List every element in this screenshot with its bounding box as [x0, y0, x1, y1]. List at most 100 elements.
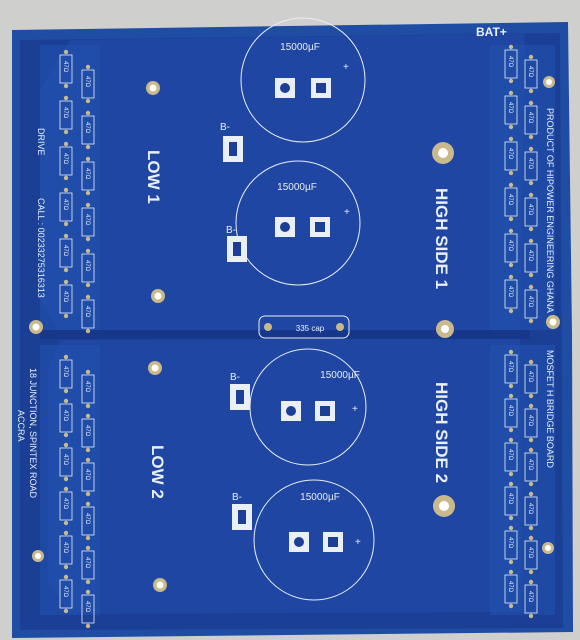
resistor-footprint: 47Ω — [81, 294, 95, 334]
resistor-label: 47Ω — [507, 286, 513, 298]
resistor-footprint: 47Ω — [59, 279, 73, 319]
resistor-footprint: 47Ω — [59, 233, 73, 273]
resistor-label: 47Ω — [507, 102, 513, 114]
low-1-label: LOW 1 — [144, 150, 163, 204]
resistor-footprint: 47Ω — [81, 545, 95, 585]
resistor-footprint: 47Ω — [504, 182, 518, 222]
resistor-footprint: 47Ω — [504, 90, 518, 130]
resistor-label: 47Ω — [527, 459, 533, 471]
resistor-footprint: 47Ω — [81, 64, 95, 104]
resistor-label: 47Ω — [84, 260, 90, 272]
cap3-plus: + — [352, 404, 358, 415]
address-line-2: ACCRA — [16, 410, 26, 442]
resistor-footprint: 47Ω — [81, 413, 95, 453]
resistor-footprint: 47Ω — [524, 146, 538, 186]
low-2-label: LOW 2 — [148, 445, 167, 499]
resistor-footprint: 47Ω — [59, 574, 73, 614]
resistor-label: 47Ω — [84, 381, 90, 393]
capacitor-c1: 15000µF + — [240, 17, 366, 143]
resistor-footprint: 47Ω — [524, 447, 538, 487]
product-label: PRODUCT OF HIPOWER ENGINEERING GHANA — [545, 108, 555, 313]
capacitor-c2: 15000µF + — [235, 160, 361, 286]
resistor-footprint: 47Ω — [59, 49, 73, 89]
resistor-label: 47Ω — [507, 240, 513, 252]
cap1-plus: + — [343, 62, 349, 73]
board-name-label: MOSFET H BRIDGE BOARD — [545, 350, 555, 468]
mounting-holes — [29, 76, 560, 592]
address-line-1: 18 JUNCTION, SPINTEX ROAD — [28, 368, 38, 499]
resistor-label: 47Ω — [527, 591, 533, 603]
cap2-plus: + — [344, 207, 350, 218]
resistor-label: 47Ω — [507, 56, 513, 68]
resistor-label: 47Ω — [62, 245, 68, 257]
resistor-footprint: 47Ω — [504, 481, 518, 521]
b-minus-1: B- — [220, 122, 230, 133]
resistor-label: 47Ω — [62, 107, 68, 119]
resistor-footprint: 47Ω — [81, 369, 95, 409]
resistor-label: 47Ω — [507, 581, 513, 593]
resistor-label: 47Ω — [62, 61, 68, 73]
drive-label: DRIVE — [36, 128, 46, 156]
cap4-plus: + — [355, 537, 361, 548]
resistor-label: 47Ω — [527, 371, 533, 383]
resistor-footprint: 47Ω — [524, 100, 538, 140]
resistor-label: 47Ω — [527, 66, 533, 78]
resistor-footprint: 47Ω — [524, 535, 538, 575]
resistor-footprint: 47Ω — [524, 284, 538, 324]
resistor-footprint: 47Ω — [59, 187, 73, 227]
resistor-label: 47Ω — [62, 153, 68, 165]
cap-335-footprint: 335 cap — [258, 315, 350, 339]
cap2-value: 15000µF — [277, 182, 317, 193]
resistor-label: 47Ω — [62, 291, 68, 303]
resistor-footprint: 47Ω — [59, 398, 73, 438]
resistor-footprint: 47Ω — [59, 354, 73, 394]
bat-plus-label: BAT+ — [476, 25, 507, 39]
resistor-footprint: 47Ω — [504, 274, 518, 314]
cap3-value: 15000µF — [320, 370, 360, 381]
resistor-footprint: 47Ω — [524, 192, 538, 232]
resistor-label: 47Ω — [527, 250, 533, 262]
resistor-footprint: 47Ω — [81, 501, 95, 541]
call-label: CALL : 00233275316313 — [36, 198, 46, 298]
resistor-label: 47Ω — [62, 586, 68, 598]
resistor-label: 47Ω — [84, 76, 90, 88]
resistor-footprint: 47Ω — [524, 238, 538, 278]
resistor-label: 47Ω — [84, 469, 90, 481]
resistor-footprint: 47Ω — [524, 579, 538, 619]
cap1-value: 15000µF — [280, 42, 320, 53]
resistor-label: 47Ω — [507, 405, 513, 417]
resistor-footprint: 47Ω — [81, 589, 95, 629]
resistor-footprint: 47Ω — [59, 442, 73, 482]
resistor-footprint: 47Ω — [59, 141, 73, 181]
resistor-label: 47Ω — [84, 513, 90, 525]
resistor-label: 47Ω — [527, 415, 533, 427]
resistor-footprint: 47Ω — [504, 437, 518, 477]
resistor-label: 47Ω — [507, 361, 513, 373]
resistor-label: 47Ω — [527, 204, 533, 216]
resistor-label: 47Ω — [62, 542, 68, 554]
cap4-value: 15000µF — [300, 492, 340, 503]
circuit-board — [12, 22, 573, 638]
resistor-label: 47Ω — [84, 214, 90, 226]
b-minus-3: B- — [230, 372, 240, 383]
resistor-label: 47Ω — [507, 194, 513, 206]
resistor-footprint: 47Ω — [59, 530, 73, 570]
resistor-label: 47Ω — [84, 425, 90, 437]
cap-335-label: 335 cap — [296, 324, 325, 333]
resistor-footprint: 47Ω — [504, 349, 518, 389]
resistor-label: 47Ω — [62, 498, 68, 510]
resistor-label: 47Ω — [62, 199, 68, 211]
resistor-label: 47Ω — [84, 168, 90, 180]
resistor-footprint: 47Ω — [59, 95, 73, 135]
resistor-label: 47Ω — [84, 557, 90, 569]
resistor-footprint: 47Ω — [504, 393, 518, 433]
resistor-footprint: 47Ω — [81, 248, 95, 288]
resistor-footprint: 47Ω — [524, 403, 538, 443]
resistor-label: 47Ω — [62, 410, 68, 422]
resistor-label: 47Ω — [527, 503, 533, 515]
resistor-footprint: 47Ω — [524, 491, 538, 531]
capacitor-c4: 15000µF + — [253, 479, 375, 601]
resistor-footprint: 47Ω — [504, 136, 518, 176]
b-minus-4: B- — [232, 492, 242, 503]
